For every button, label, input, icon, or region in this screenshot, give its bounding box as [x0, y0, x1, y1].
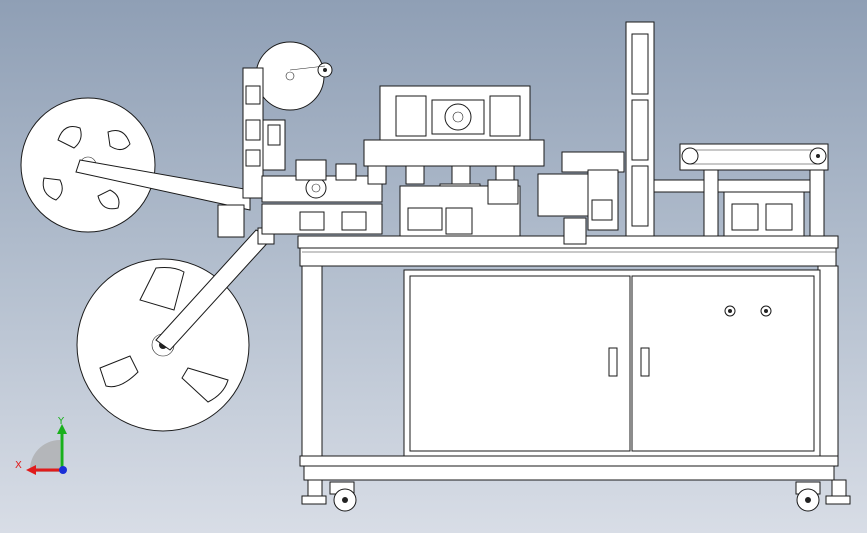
feed-rail	[261, 159, 383, 235]
center-press-unit	[363, 85, 545, 237]
z-axis-indicator	[59, 466, 67, 474]
axis-triad: Y X	[15, 416, 67, 475]
y-axis-arrowhead	[57, 424, 67, 434]
vertical-bracket	[242, 67, 286, 199]
x-axis-label: X	[15, 460, 22, 471]
right-conveyor	[679, 143, 829, 237]
cabinet	[403, 269, 821, 457]
casters	[301, 479, 851, 512]
vertical-column	[625, 21, 711, 237]
x-axis-arrowhead	[26, 465, 36, 475]
top-small-reel	[255, 41, 333, 111]
y-axis-label: Y	[57, 416, 65, 427]
side-actuator	[537, 151, 625, 245]
machine-table	[297, 235, 839, 481]
